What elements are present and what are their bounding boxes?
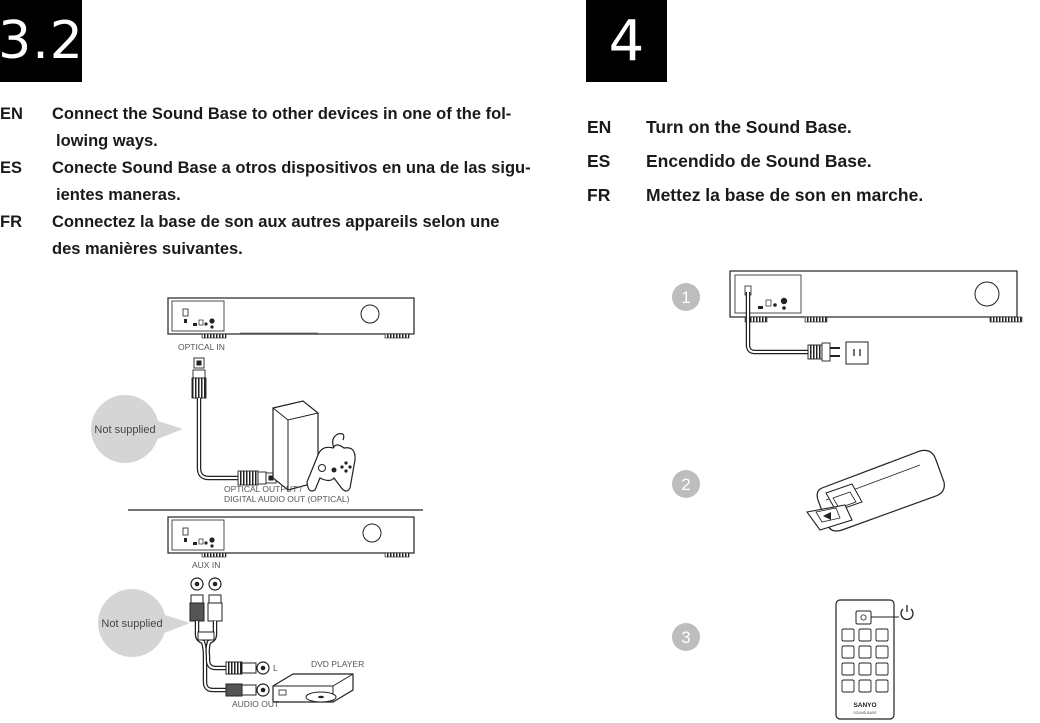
instruction-text-es: Conecte Sound Base a otros dispositivos … [0, 155, 570, 209]
step-number-3: 3 [681, 628, 690, 647]
optical-plug-horizontal-icon [237, 470, 277, 486]
digital-audio-out-label: DIGITAL AUDIO OUT (OPTICAL) [224, 494, 350, 504]
instruction-es-line1: Conecte Sound Base a otros dispositivos … [52, 159, 531, 177]
step-1-power-connection: 1 [672, 270, 1023, 365]
audio-out-label: AUDIO OUT [232, 699, 279, 709]
wall-outlet-icon [845, 341, 869, 365]
sound-base-device [167, 297, 415, 339]
step-3-remote-power: 3 SANYO SOUND BASE [672, 599, 914, 720]
step-number-circle [672, 470, 700, 498]
optical-in-label: OPTICAL IN [178, 342, 225, 352]
lang-code-es: ES [0, 159, 23, 177]
instruction-text-fr: Connectez la base de son aux autres appa… [0, 209, 570, 263]
step-2-remote-battery: 2 [672, 449, 945, 532]
not-supplied-text: Not supplied [94, 424, 155, 436]
power-plug-icon [807, 342, 840, 362]
power-symbol-icon [900, 605, 914, 621]
not-supplied-text: Not supplied [101, 618, 162, 630]
power-on-instructions: EN Turn on the Sound Base. ES Encendido … [587, 110, 1017, 212]
instruction-en: EN Connect the Sound Base to other devic… [0, 101, 570, 155]
lang-code-es: ES [587, 151, 611, 171]
rca-plug-icon [189, 577, 223, 622]
remote-control-icon: SANYO SOUND BASE [835, 599, 899, 720]
instruction-fr-line1: Connectez la base de son aux autres appa… [52, 213, 500, 231]
optical-connection-diagram: OPTICAL IN [91, 297, 415, 504]
lang-code-fr: FR [587, 185, 611, 205]
power-text-fr: Mettez la base de son en marche. [646, 185, 924, 205]
step-number-circle [672, 283, 700, 311]
sound-base-device [167, 516, 415, 558]
instruction-es: ES Conecte Sound Base a otros dispositiv… [0, 155, 570, 209]
remote-model-label: SOUND BASE [853, 711, 877, 715]
connection-instructions: EN Connect the Sound Base to other devic… [0, 101, 570, 263]
not-supplied-bubble: Not supplied [91, 395, 183, 463]
rca-plug-horizontal-icon [225, 661, 270, 697]
power-instruction-es: ES Encendido de Sound Base. [587, 144, 1017, 178]
power-instruction-en: EN Turn on the Sound Base. [587, 110, 1017, 144]
instruction-en-line2: lowing ways. [56, 132, 158, 150]
sound-base-device [729, 270, 1023, 323]
instruction-text-en: Connect the Sound Base to other devices … [0, 101, 570, 155]
step-number-1: 1 [681, 288, 690, 307]
power-text-es: Encendido de Sound Base. [646, 151, 872, 171]
remote-battery-icon [806, 449, 945, 532]
instruction-fr-line2: des manières suivantes. [52, 240, 243, 258]
instruction-fr: FR Connectez la base de son aux autres a… [0, 209, 570, 263]
section-number-4: 4 [586, 0, 667, 82]
remote-button-grid [841, 628, 889, 693]
instruction-es-line2: ientes maneras. [56, 186, 181, 204]
dvd-player-label: DVD PLAYER [311, 659, 364, 669]
power-text-en: Turn on the Sound Base. [646, 117, 852, 137]
remote-brand-logo: SANYO [853, 702, 876, 709]
lang-code-en: EN [0, 105, 23, 123]
dvd-player-icon [272, 673, 354, 703]
instruction-en-line1: Connect the Sound Base to other devices … [52, 105, 512, 123]
not-supplied-bubble: Not supplied [98, 589, 190, 657]
step-number-circle [672, 623, 700, 651]
channel-l-label: L [273, 663, 278, 673]
step-number-2: 2 [681, 475, 690, 494]
aux-in-label: AUX IN [192, 560, 220, 570]
optical-output-label: OPTICAL OUTPUT / [224, 484, 303, 494]
gamepad-icon [306, 433, 356, 492]
optical-plug-icon [191, 357, 207, 399]
lang-code-en: EN [587, 117, 612, 137]
power-instruction-fr: FR Mettez la base de son en marche. [587, 178, 1017, 212]
aux-connection-diagram: AUX IN L DVD PLAYER [98, 516, 415, 709]
section-number-3-2: 3.2 [0, 0, 83, 82]
lang-code-fr: FR [0, 213, 22, 231]
